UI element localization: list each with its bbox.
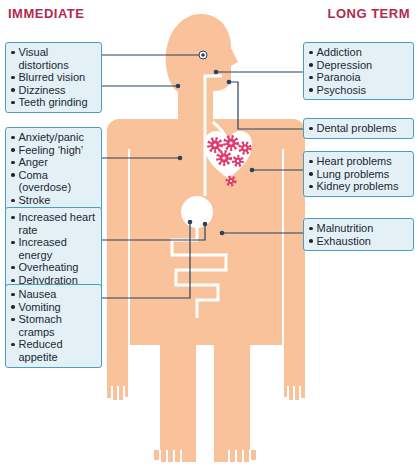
bullet-dot	[11, 148, 15, 152]
effect-text: Heart problems	[317, 155, 411, 168]
bullet-dot	[309, 51, 313, 55]
effect-box: Dental problems	[303, 118, 414, 139]
bullet-item: Psychosis	[308, 84, 410, 97]
bullet-item: Visual distortions	[10, 46, 98, 71]
effect-box: Increased heart rateIncreased energyOver…	[5, 207, 102, 291]
effect-text: Depression	[317, 59, 411, 72]
bullet-dot	[11, 305, 15, 309]
effect-text: Blurred vision	[19, 71, 99, 84]
bullet-item: Overheating	[10, 261, 98, 274]
bullet-item: Stroke	[10, 194, 98, 207]
bullet-item: Nausea	[10, 288, 98, 301]
eye-symbol	[199, 51, 207, 59]
bullet-dot	[309, 76, 313, 80]
effect-text: Vomiting	[19, 301, 99, 314]
effect-text: Anxiety/panic	[19, 131, 99, 144]
effect-box: Visual distortionsBlurred visionDizzines…	[5, 42, 102, 113]
bullet-item: Heart problems	[308, 155, 410, 168]
bullet-item: Addiction	[308, 46, 410, 59]
bullet-dot	[309, 172, 313, 176]
bullet-item: Blurred vision	[10, 71, 98, 84]
effect-text: Anger	[19, 156, 99, 169]
effect-text: Paranoia	[317, 71, 411, 84]
effect-text: Visual distortions	[19, 46, 99, 71]
bullet-item: Dizziness	[10, 84, 98, 97]
bullet-item: Dental problems	[308, 122, 410, 135]
bullet-dot	[11, 293, 15, 297]
bullet-dot	[309, 239, 313, 243]
bullet-dot	[309, 160, 313, 164]
bullet-dot	[11, 51, 15, 55]
bullet-item: Malnutrition	[308, 222, 410, 235]
effect-text: Feeling ‘high’	[19, 144, 99, 157]
effect-text: Overheating	[19, 261, 99, 274]
bullet-dot	[11, 318, 15, 322]
bullet-dot	[309, 88, 313, 92]
bullet-dot	[11, 136, 15, 140]
bullet-dot	[309, 127, 313, 131]
bullet-dot	[11, 199, 15, 203]
bullet-item: Depression	[308, 59, 410, 72]
bullet-item: Coma (overdose)	[10, 169, 98, 194]
bullet-item: Feeling ‘high’	[10, 144, 98, 157]
bullet-item: Teeth grinding	[10, 96, 98, 109]
bullet-item: Increased energy	[10, 236, 98, 261]
bullet-item: Anxiety/panic	[10, 131, 98, 144]
effect-box: AddictionDepressionParanoiaPsychosis	[303, 42, 414, 100]
effect-text: Increased heart rate	[19, 211, 99, 236]
effect-text: Increased energy	[19, 236, 99, 261]
bullet-item: Kidney problems	[308, 180, 410, 193]
effect-box: Anxiety/panicFeeling ‘high’AngerComa (ov…	[5, 127, 102, 211]
effect-text: Stomach cramps	[19, 313, 99, 338]
effect-text: Nausea	[19, 288, 99, 301]
bullet-dot	[11, 343, 15, 347]
bullet-dot	[11, 241, 15, 245]
effect-text: Psychosis	[317, 84, 411, 97]
bullet-dot	[11, 88, 15, 92]
body-silhouette	[107, 14, 305, 462]
effect-text: Dental problems	[317, 122, 411, 135]
leader-lines	[101, 55, 303, 298]
bullet-dot	[11, 76, 15, 80]
effect-text: Exhaustion	[317, 235, 411, 248]
effect-text: Dizziness	[19, 84, 99, 97]
section-heading: LONG TERM	[328, 6, 411, 21]
section-heading: IMMEDIATE	[8, 6, 84, 21]
internal-organs	[172, 76, 226, 318]
gear-symbols	[209, 137, 250, 185]
bullet-dot	[309, 227, 313, 231]
effect-text: Malnutrition	[317, 222, 411, 235]
effect-text: Coma (overdose)	[19, 169, 99, 194]
bullet-dot	[11, 216, 15, 220]
stomach-shape	[181, 196, 213, 228]
effect-box: Heart problemsLung problemsKidney proble…	[303, 151, 414, 197]
bullet-dot	[309, 63, 313, 67]
bullet-item: Lung problems	[308, 168, 410, 181]
effect-text: Lung problems	[317, 168, 411, 181]
effect-text: Stroke	[19, 194, 99, 207]
leader-dots	[176, 70, 255, 236]
bullet-item: Paranoia	[308, 71, 410, 84]
effect-text: Addiction	[317, 46, 411, 59]
bullet-item: Exhaustion	[308, 235, 410, 248]
bullet-dot	[11, 266, 15, 270]
effect-box: MalnutritionExhaustion	[303, 218, 414, 251]
effect-box: NauseaVomitingStomach crampsReduced appe…	[5, 284, 102, 368]
bullet-item: Reduced appetite	[10, 338, 98, 363]
effect-text: Teeth grinding	[19, 96, 99, 109]
bullet-dot	[11, 173, 15, 177]
bullet-dot	[11, 279, 15, 283]
heart-shape	[204, 131, 252, 178]
bullet-item: Increased heart rate	[10, 211, 98, 236]
bullet-item: Stomach cramps	[10, 313, 98, 338]
effect-text: Kidney problems	[317, 180, 411, 193]
bullet-dot	[309, 185, 313, 189]
bullet-item: Anger	[10, 156, 98, 169]
effect-text: Reduced appetite	[19, 338, 99, 363]
bullet-dot	[11, 161, 15, 165]
bullet-dot	[11, 101, 15, 105]
bullet-item: Vomiting	[10, 301, 98, 314]
